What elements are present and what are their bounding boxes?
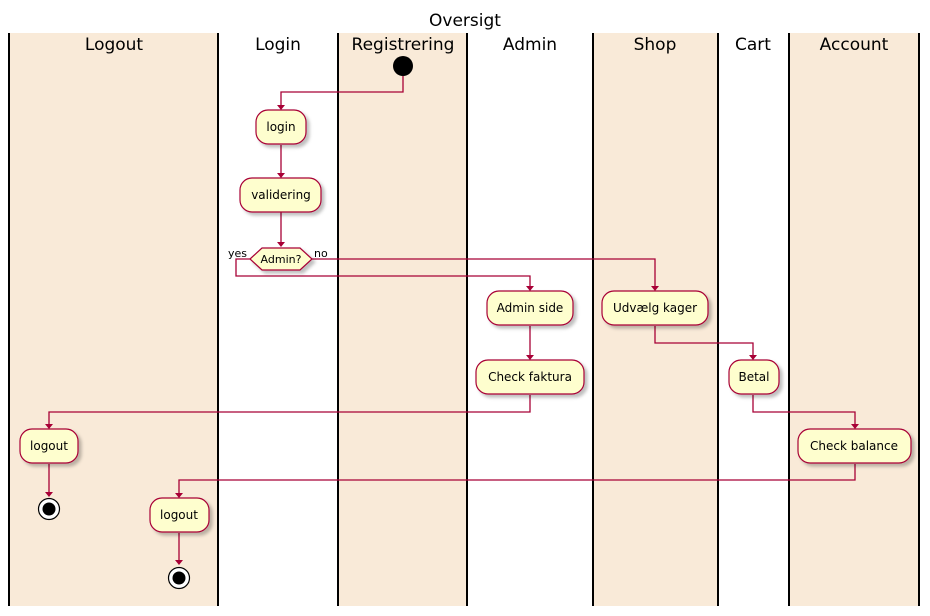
activity-admin-side: Admin side	[486, 290, 574, 326]
edge-check-balance-to-logout	[178, 464, 856, 495]
activity-check-faktura: Check faktura	[475, 359, 585, 395]
lane-registrering	[338, 33, 467, 606]
lane-title-registrering: Registrering	[352, 35, 455, 55]
branch-label-no: no	[314, 247, 328, 260]
activity-logout-user: logout	[149, 497, 210, 533]
arrowhead	[277, 105, 285, 110]
decision-admin: Admin?	[249, 247, 313, 271]
arrowhead	[175, 560, 183, 565]
lane-title-logout: Logout	[85, 35, 144, 55]
node-label: Udvælg kager	[613, 301, 697, 315]
arrowhead	[277, 173, 285, 178]
swimlanes	[9, 33, 919, 606]
arrowhead	[749, 355, 757, 360]
edge-udvaelg-to-betal	[654, 326, 754, 357]
activity-login: login	[255, 109, 307, 145]
lane-account	[789, 33, 919, 606]
node-label: logout	[30, 439, 68, 453]
node-label: login	[266, 120, 295, 134]
arrowhead	[45, 492, 53, 497]
edge-check-faktura-to-logout	[48, 395, 531, 426]
diagram-title: Oversigt	[429, 11, 501, 31]
edge-betal-to-check-balance	[752, 395, 856, 426]
node-label: Admin side	[497, 301, 564, 315]
branch-label-yes: yes	[228, 247, 247, 260]
activity-validering: validering	[239, 177, 322, 213]
arrowhead	[45, 424, 53, 429]
activity-check-balance: Check balance	[797, 428, 912, 464]
arrowhead	[526, 355, 534, 360]
activity-betal: Betal	[728, 359, 780, 395]
arrowhead	[526, 286, 534, 291]
lane-title-cart: Cart	[735, 35, 771, 55]
arrowhead	[277, 242, 285, 247]
lane-title-account: Account	[820, 35, 889, 55]
edge-yes-to-admin-side	[235, 258, 531, 288]
edge-no-to-udvaelg-kager	[312, 258, 656, 288]
lane-cart	[718, 33, 789, 606]
lane-dividers	[8, 33, 920, 606]
arrowhead	[175, 493, 183, 498]
lane-title-login: Login	[255, 35, 301, 55]
node-label: logout	[160, 508, 198, 522]
node-label: Betal	[738, 370, 769, 384]
edge-start-to-login	[280, 76, 404, 107]
decision-label: Admin?	[261, 253, 302, 266]
arrowhead	[651, 286, 659, 291]
node-label: validering	[251, 188, 311, 202]
activity-logout-admin: logout	[19, 428, 79, 464]
end-node	[167, 566, 191, 590]
end-node	[37, 497, 61, 521]
arrowhead	[851, 424, 859, 429]
lane-title-admin: Admin	[503, 35, 557, 55]
lane-headers: Logout Login Registrering Admin Shop Car…	[85, 35, 889, 55]
activity-udvaelg-kager: Udvælg kager	[601, 290, 709, 326]
flow-edges	[45, 76, 859, 565]
lane-title-shop: Shop	[634, 35, 677, 55]
node-label: Check faktura	[488, 370, 572, 384]
node-label: Check balance	[810, 439, 898, 453]
start-node	[393, 56, 413, 76]
